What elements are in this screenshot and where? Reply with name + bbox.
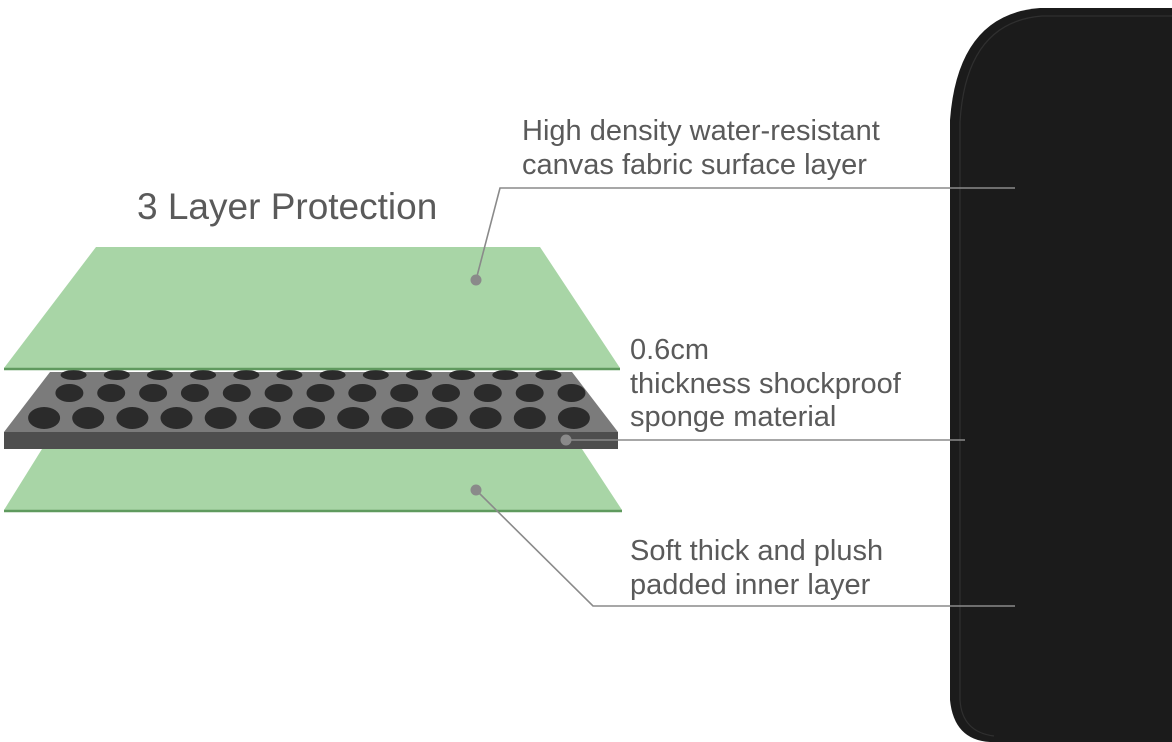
sponge-hole: [72, 407, 105, 429]
sponge-hole: [390, 384, 419, 402]
sleeve-body: [950, 8, 1172, 742]
sponge-hole: [204, 407, 237, 429]
sponge-hole: [55, 384, 84, 402]
callout-surface: High density water-resistant canvas fabr…: [522, 115, 880, 181]
sponge-hole: [492, 370, 519, 380]
sponge-hole: [190, 370, 217, 380]
sponge-layer-holes: [28, 370, 590, 429]
callout-sponge: 0.6cm thickness shockproof sponge materi…: [630, 334, 902, 433]
sleeve-stitch: [959, 15, 1172, 737]
leader-line-surface: [475, 187, 1015, 281]
callout-inner-line-1: Soft thick and plush: [630, 535, 883, 567]
sponge-hole: [513, 407, 546, 429]
sponge-hole: [432, 384, 460, 402]
sponge-hole: [557, 407, 590, 429]
surface-layer-sheet: [4, 247, 620, 368]
sponge-hole: [449, 370, 476, 380]
leader-dots: [470, 274, 572, 496]
sponge-hole: [319, 370, 346, 380]
leader-dot-sponge: [560, 434, 572, 446]
sponge-hole: [160, 407, 193, 429]
sponge-hole: [180, 384, 209, 402]
sponge-hole: [116, 407, 149, 429]
sponge-hole: [535, 370, 562, 380]
callout-sponge-line-1: 0.6cm: [630, 334, 709, 366]
sponge-hole: [222, 384, 251, 402]
inner-layer: [4, 449, 622, 513]
sponge-hole: [146, 370, 173, 380]
sponge-hole: [405, 370, 432, 380]
callout-surface-line-2: canvas fabric surface layer: [522, 149, 867, 181]
sponge-hole: [473, 384, 502, 402]
leader-lines: [475, 187, 1015, 607]
leader-dot-inner: [470, 484, 482, 496]
diagram-title: 3 Layer Protection: [137, 186, 437, 227]
surface-layer: [4, 247, 620, 371]
sponge-hole: [425, 407, 458, 429]
callout-inner-line-2: padded inner layer: [630, 569, 871, 601]
sponge-hole: [28, 407, 61, 429]
sponge-hole: [233, 370, 260, 380]
sponge-hole: [337, 407, 370, 429]
sponge-hole: [264, 384, 293, 402]
leader-line-inner: [475, 489, 1015, 607]
sponge-layer-side: [4, 432, 618, 449]
sponge-layer: [4, 370, 618, 449]
sponge-hole: [276, 370, 303, 380]
sponge-hole: [103, 370, 130, 380]
callout-inner: Soft thick and plush padded inner layer: [630, 535, 883, 601]
sponge-hole: [515, 384, 544, 402]
inner-layer-sheet: [4, 449, 622, 510]
sponge-hole: [381, 407, 414, 429]
callout-sponge-line-2: thickness shockproof: [630, 368, 902, 400]
leader-dot-surface: [470, 274, 482, 286]
sponge-hole: [293, 407, 325, 429]
laptop-sleeve: [950, 8, 1172, 742]
sponge-hole: [306, 384, 335, 402]
callout-sponge-line-3: sponge material: [630, 401, 836, 433]
sponge-hole: [248, 407, 281, 429]
sponge-hole: [469, 407, 502, 429]
sponge-hole: [139, 384, 168, 402]
sponge-hole: [362, 370, 389, 380]
sponge-hole: [97, 384, 126, 402]
sponge-hole: [348, 384, 377, 402]
sponge-hole: [557, 384, 586, 402]
sponge-hole: [60, 370, 87, 380]
callout-surface-line-1: High density water-resistant: [522, 115, 880, 147]
